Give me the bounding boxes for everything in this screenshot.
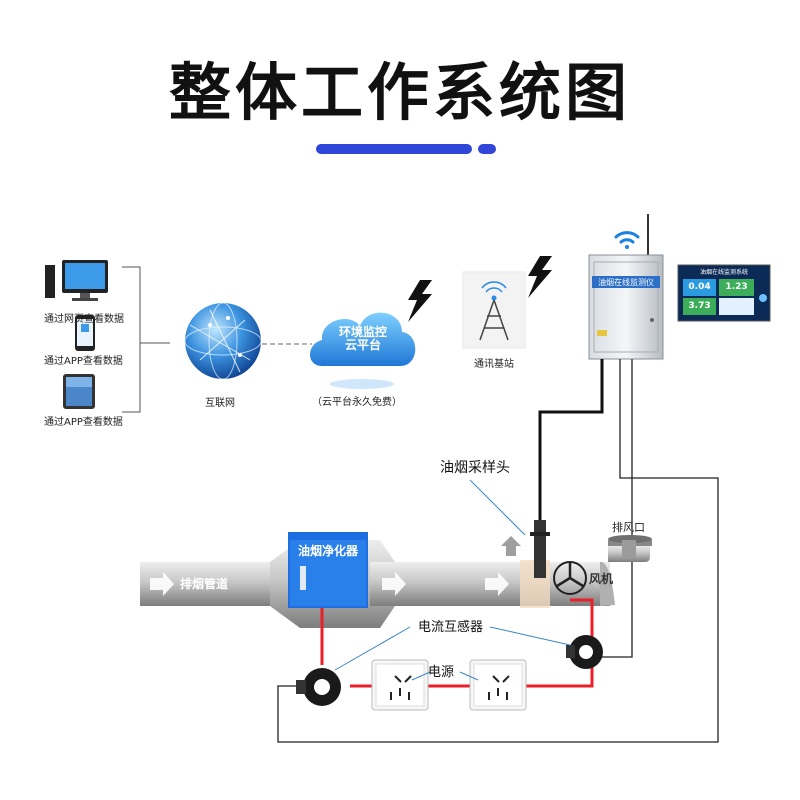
reading-value-1: 0.04 (688, 282, 711, 292)
reading-value-2: 1.23 (725, 282, 748, 292)
phone-app-label: 通过APP查看数据 (44, 356, 123, 367)
exhaust-outlet-label: 排风口 (612, 521, 645, 534)
cloud-line1: 环境监控 (338, 325, 387, 339)
desktop-icon (45, 260, 108, 301)
cable-to-purifier-ct (277, 359, 719, 743)
base-station-tower-icon (462, 271, 526, 349)
purifier-label: 油烟净化器 (297, 544, 358, 558)
lightning-icon (528, 256, 552, 298)
current-transformer-label: 电流互感器 (418, 620, 484, 635)
internet-label: 互联网 (205, 398, 235, 409)
cable-to-fan-ct (602, 359, 633, 658)
internet-globe-icon (184, 302, 262, 380)
callout-line (334, 479, 571, 681)
cloud-text: 环境监控 云平台 (333, 326, 393, 352)
power-socket-icon (469, 659, 527, 711)
power-label: 电源 (428, 665, 455, 680)
power-socket-icon (371, 659, 429, 711)
signal-cable (538, 359, 604, 520)
wifi-icon (614, 231, 640, 249)
reading-value-3: 3.73 (688, 301, 711, 311)
page-title: 整体工作系统图 (168, 56, 631, 129)
tablet-icon (63, 374, 95, 409)
tablet-app-label: 通过APP查看数据 (44, 417, 123, 428)
monitor-display (677, 264, 771, 322)
device-bracket (122, 266, 170, 413)
cloud-caption: （云平台永久免费） (312, 397, 402, 408)
phone-icon (75, 315, 95, 351)
cloud-line2: 云平台 (344, 338, 381, 352)
purifier-box (288, 532, 368, 608)
fan-icon (553, 561, 587, 595)
cabinet-label: 油烟在线监测仪 (598, 278, 654, 287)
fan-label: 风机 (589, 572, 614, 586)
sampling-head-label: 油烟采样头 (440, 460, 510, 476)
sampling-probe (530, 520, 550, 578)
flow-arrow-icon (150, 572, 509, 596)
cloud-platform-icon (310, 312, 416, 389)
power-wire (320, 598, 594, 688)
current-transformer-icon (566, 635, 603, 669)
lightning-icon (408, 280, 432, 322)
title-underline-dot (478, 144, 496, 154)
flow-arrow-up-icon (501, 536, 521, 556)
web-view-label: 通过网页查看数据 (44, 314, 124, 325)
monitor-cabinet (588, 214, 664, 360)
duct-label: 排烟管道 (180, 577, 229, 591)
screen-title: 油烟在线监测系统 (699, 269, 748, 276)
current-transformer-icon (296, 668, 341, 706)
base-station-label: 通讯基站 (474, 359, 514, 370)
title-underline (316, 144, 472, 154)
